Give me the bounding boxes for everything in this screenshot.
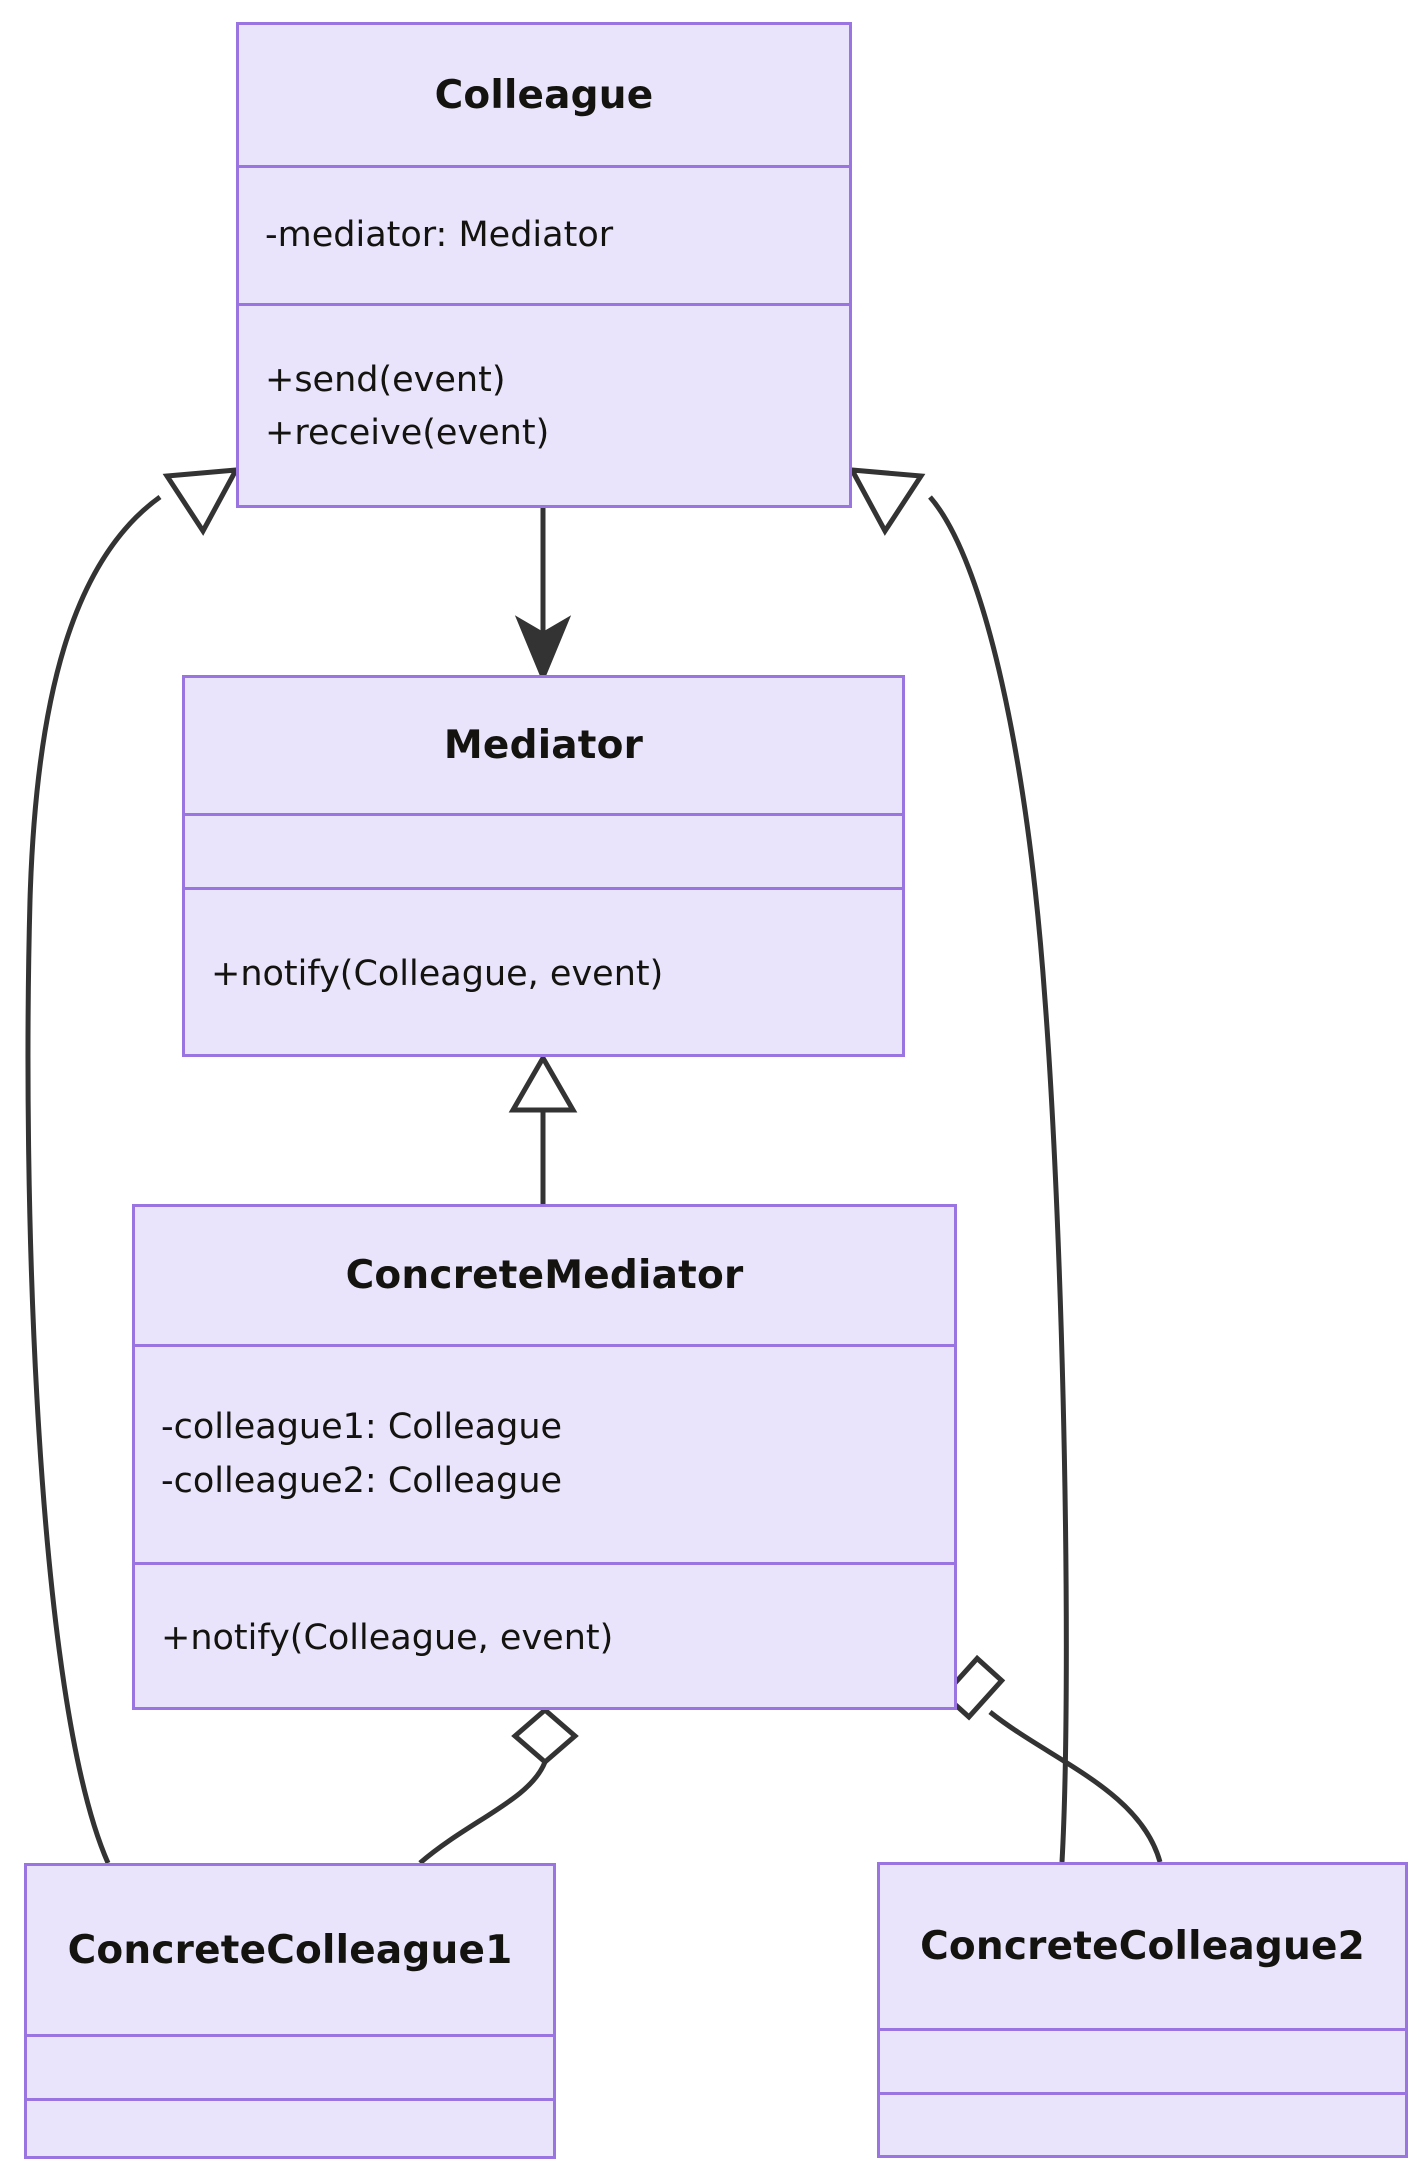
method-line: +notify(Colleague, event) [211,954,664,995]
attribute-line: -colleague1: Colleague [161,1407,563,1448]
class-attributes-compartment: -mediator: Mediator [239,165,849,303]
edge-concretemediator-aggregation-colleague2 [940,1654,1163,1863]
class-name-label: Colleague [434,72,654,118]
class-box-colleague[interactable]: Colleague -mediator: Mediator +send(even… [236,22,852,508]
method-line: +receive(event) [265,413,550,453]
class-box-concretecolleague2[interactable]: ConcreteColleague2 [877,1862,1408,2158]
class-title-compartment: ConcreteMediator [135,1207,954,1344]
attribute-line: -mediator: Mediator [265,214,614,255]
class-title-compartment: Mediator [185,678,902,813]
class-methods-compartment [880,2092,1405,2156]
class-box-concretecolleague1[interactable]: ConcreteColleague1 [24,1863,556,2159]
class-methods-compartment [27,2098,553,2162]
class-attributes-compartment [185,813,902,887]
edge-concretemediator-aggregation-colleague1 [418,1706,579,1865]
class-box-mediator[interactable]: Mediator +notify(Colleague, event) [182,675,905,1057]
class-name-label: ConcreteColleague1 [67,1927,513,1973]
edge-concretemediator-to-mediator [508,1052,578,1204]
method-line: +send(event) [265,359,506,400]
attribute-line: -colleague2: Colleague [161,1460,563,1501]
class-attributes-compartment [880,2028,1405,2092]
class-methods-compartment: +send(event) +receive(event) [239,303,849,508]
class-title-compartment: ConcreteColleague2 [880,1865,1405,2028]
class-box-concretemediator[interactable]: ConcreteMediator -colleague1: Colleague … [132,1204,957,1710]
class-name-label: ConcreteColleague2 [920,1924,1365,1969]
class-attributes-compartment [27,2034,553,2098]
class-name-label: Mediator [443,723,644,768]
class-methods-compartment: +notify(Colleague, event) [185,887,902,1060]
method-line: +notify(Colleague, event) [161,1618,614,1659]
class-attributes-compartment: -colleague1: Colleague -colleague2: Coll… [135,1344,954,1562]
edge-colleague-to-mediator [514,508,572,684]
class-name-label: ConcreteMediator [345,1253,744,1298]
class-title-compartment: ConcreteColleague1 [27,1866,553,2034]
class-methods-compartment: +notify(Colleague, event) [135,1562,954,1713]
class-title-compartment: Colleague [239,25,849,165]
